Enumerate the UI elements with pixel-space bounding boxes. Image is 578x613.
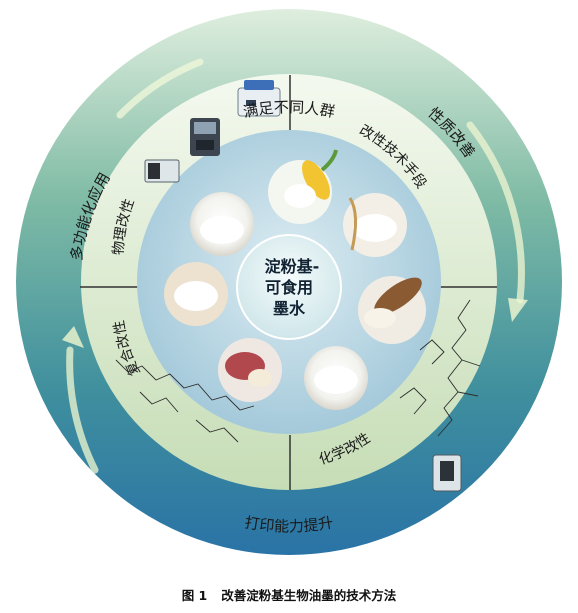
figure-caption: 图 1 改善淀粉基生物油墨的技术方法 — [0, 582, 578, 606]
wheat-starch-image — [343, 193, 407, 257]
chemical-structure-right — [399, 299, 481, 437]
ultrasonic-device-icon — [237, 80, 281, 117]
extruder-icon — [144, 159, 180, 183]
starch-powder-image — [190, 192, 254, 256]
arrow-top-left — [116, 58, 204, 119]
center-line-1: 淀粉基- — [265, 257, 320, 276]
printer-icon — [432, 454, 462, 492]
rice-starch-image — [304, 346, 368, 410]
homogenizer-icon — [190, 118, 220, 156]
arrow-left — [66, 346, 99, 474]
diagram-svg: 淀粉基- 可食用 墨水 满足不同人群 性质改善 多功能化应用 打印能力提升 改性… — [16, 9, 562, 555]
sweet-potato-image — [218, 338, 282, 402]
cassava-image — [358, 276, 426, 344]
center-line-3: 墨水 — [273, 299, 306, 318]
arrow-left-head — [62, 326, 84, 348]
chemical-structure-left — [115, 359, 255, 443]
corn-starch-image — [268, 149, 338, 224]
arrow-right-head — [508, 298, 528, 322]
center-circle — [236, 234, 342, 340]
figure-title: 改善淀粉基生物油墨的技术方法 — [221, 587, 397, 603]
figure-number: 图 1 — [181, 587, 208, 603]
center-line-2: 可食用 — [265, 278, 313, 297]
outer-label-bottom: 打印能力提升 — [244, 513, 335, 535]
potato-starch-image — [164, 262, 228, 326]
arrow-right — [466, 121, 525, 304]
